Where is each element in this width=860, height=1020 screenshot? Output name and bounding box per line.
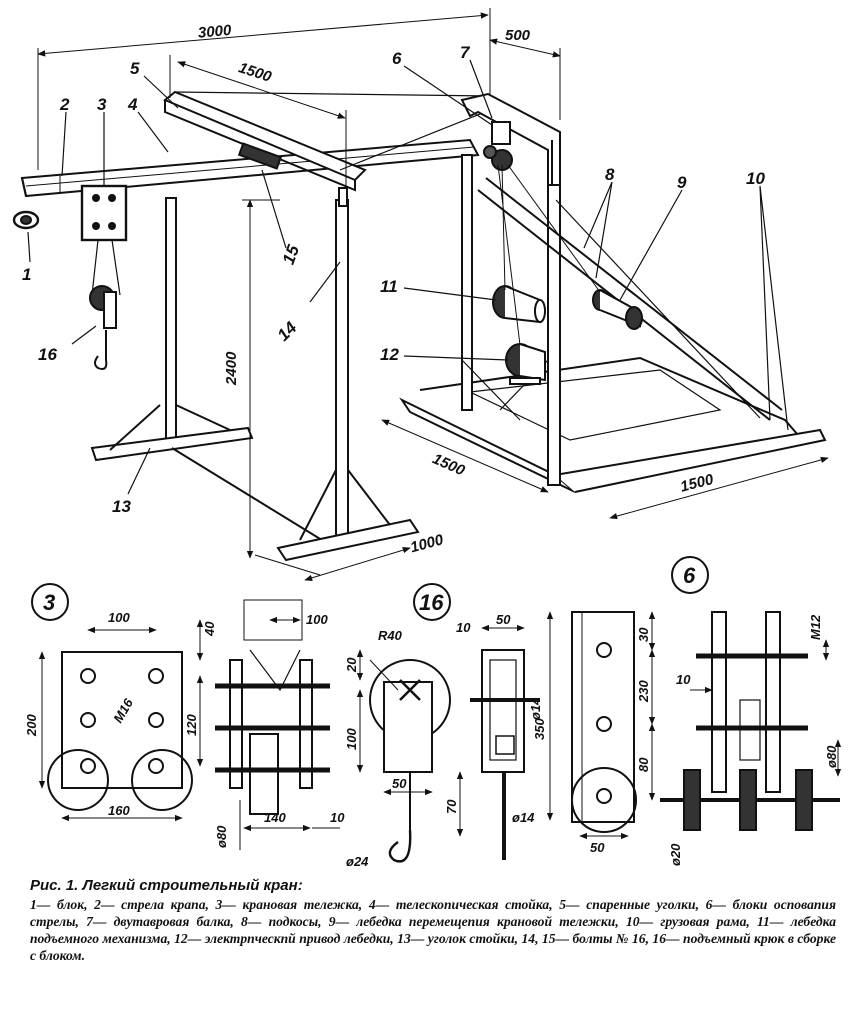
callout-leaders	[27, 59, 789, 495]
bolts	[237, 142, 283, 170]
dim-500: 500	[505, 27, 531, 44]
detail-3: 3 100	[24, 583, 345, 850]
d16-h100: 100	[344, 728, 359, 750]
callout-3: 3	[97, 95, 107, 114]
d3-w100: 100	[108, 610, 130, 625]
caption-body: 1— блок, 2— стрела крапа, 3— крановая те…	[30, 897, 836, 963]
callout-13: 13	[112, 497, 131, 516]
caption-title: Рис. 1. Легкий строительный кран:	[30, 877, 303, 894]
callout-10: 10	[746, 169, 765, 188]
d6-d80: ø80	[824, 745, 839, 768]
electric-drive	[505, 343, 546, 385]
callout-2: 2	[59, 95, 70, 114]
d3-w100b: 100	[306, 612, 328, 627]
d16-h20: 20	[344, 657, 359, 673]
hook-block	[89, 285, 117, 370]
callout-1: 1	[22, 265, 31, 284]
callout-5: 5	[130, 59, 140, 78]
dim-2400: 2400	[223, 351, 240, 386]
hoist-winch	[492, 285, 546, 324]
d16-r40: R40	[378, 628, 403, 643]
callout-15: 15	[279, 242, 304, 267]
left-posts	[90, 187, 420, 576]
d6-m12: M12	[808, 614, 823, 640]
dim-1000: 1000	[409, 531, 446, 556]
detail-16-badge	[413, 583, 451, 621]
detail-6-label: 6	[683, 563, 696, 588]
dim-1500-top: 1500	[237, 59, 275, 86]
boom-end-block	[12, 210, 40, 230]
d6-h80: 80	[636, 757, 651, 772]
callout-16: 16	[38, 345, 57, 364]
d3-h40: 40	[202, 621, 217, 637]
cargo-frame	[399, 154, 827, 493]
detail-6: 6 30 230 80	[532, 556, 842, 866]
callout-9: 9	[677, 173, 687, 192]
d6-h30: 30	[636, 627, 651, 642]
d6-h230: 230	[636, 680, 651, 703]
d3-h200: 200	[24, 714, 39, 737]
base-pulleys	[483, 121, 513, 171]
d16-w50b: 50	[496, 612, 511, 627]
detail-6-badge	[671, 556, 709, 594]
d16-d14a: ø14	[528, 697, 543, 720]
cables	[497, 164, 601, 346]
crane-main-view	[12, 90, 827, 576]
detail-16-label: 16	[419, 590, 444, 615]
figure-caption: Рис. 1. Легкий строительный кран: 1— бло…	[30, 877, 836, 964]
d16-h70: 70	[444, 799, 459, 814]
crane-drawing: 3000 500 1500 2400 1500 1500 1000 1 2 3 …	[12, 8, 842, 869]
d3-d80: ø80	[214, 825, 229, 848]
d6-w50: 50	[590, 840, 605, 855]
trolley-winch	[592, 289, 643, 330]
callout-4: 4	[127, 95, 138, 114]
callout-6: 6	[392, 49, 402, 68]
d6-w10: 10	[676, 672, 691, 687]
d3-w160: 160	[108, 803, 130, 818]
d16-w10: 10	[456, 620, 471, 635]
main-dimensions	[37, 8, 829, 581]
dim-3000: 3000	[197, 22, 232, 42]
dim-1500-right: 1500	[679, 471, 716, 496]
detail-16: 16 R40 20 100 50 10 50 ø14 70	[344, 583, 543, 869]
d3-w140: 140	[264, 810, 286, 825]
callout-12: 12	[380, 345, 399, 364]
detail-3-badge	[31, 583, 69, 621]
crane-trolley	[80, 184, 128, 296]
d6-d20: ø20	[668, 843, 683, 866]
d16-d14b: ø14	[512, 810, 535, 825]
d3-h120: 120	[184, 714, 199, 736]
d6-h350: 350	[532, 718, 547, 740]
d16-w50: 50	[392, 776, 407, 791]
detail-3-label: 3	[43, 590, 55, 615]
callout-8: 8	[605, 165, 615, 184]
callout-7: 7	[460, 43, 471, 62]
callout-14: 14	[274, 318, 301, 345]
d16-d24: ø24	[346, 854, 369, 869]
d3-w10: 10	[330, 810, 345, 825]
callout-11: 11	[380, 277, 398, 296]
